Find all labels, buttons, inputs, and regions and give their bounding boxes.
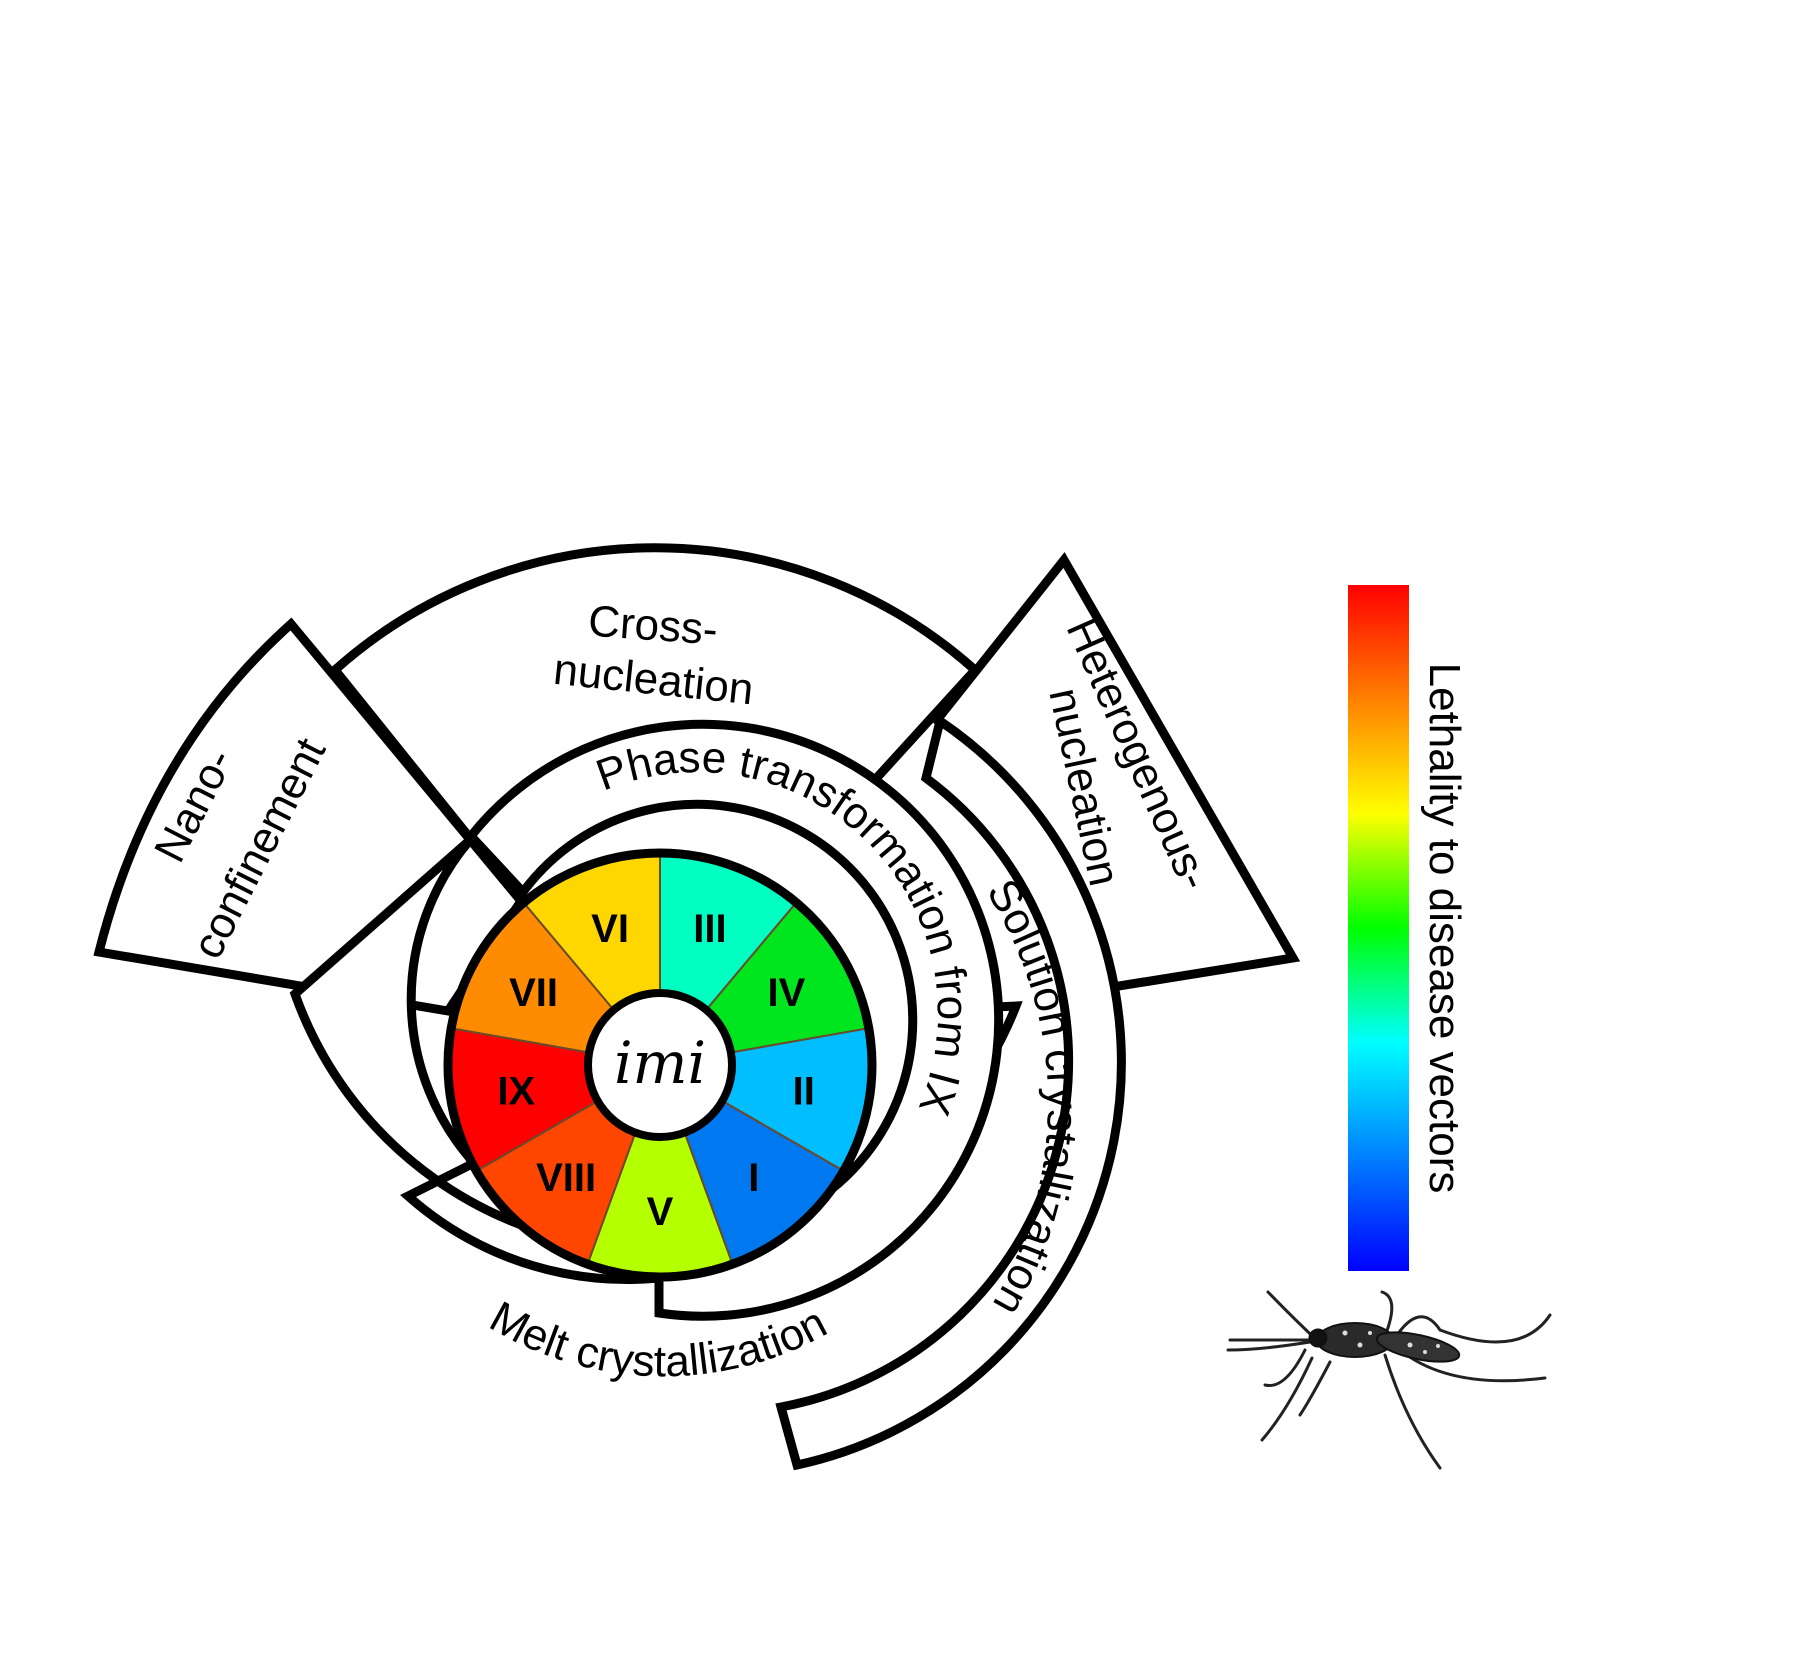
- solution-crystallization-band: [775, 713, 1126, 1471]
- lethality-colorbar: [1348, 585, 1409, 1271]
- wheel-label-viii: VIII: [536, 1156, 596, 1200]
- wheel-label-iii: III: [693, 907, 726, 951]
- wheel-label-ix: IX: [497, 1069, 535, 1113]
- wheel-label-vii: VII: [509, 971, 558, 1015]
- cross-nucleation-label-line1: Cross-: [587, 597, 720, 655]
- center-logo: imi: [614, 1029, 706, 1097]
- wheel-label-v: V: [647, 1190, 674, 1234]
- mosquito-icon: [1226, 1290, 1552, 1470]
- wheel-label-vi: VI: [591, 907, 629, 951]
- wheel-label-iv: IV: [768, 971, 806, 1015]
- colorbar-label: Lethality to disease vectors: [1420, 663, 1469, 1194]
- center-circle: [584, 989, 736, 1141]
- wheel-outline: [443, 848, 877, 1282]
- phase-transformation-band: [465, 719, 1004, 1321]
- wheel-label-ii: II: [793, 1069, 815, 1113]
- wheel-label-i: I: [748, 1156, 759, 1200]
